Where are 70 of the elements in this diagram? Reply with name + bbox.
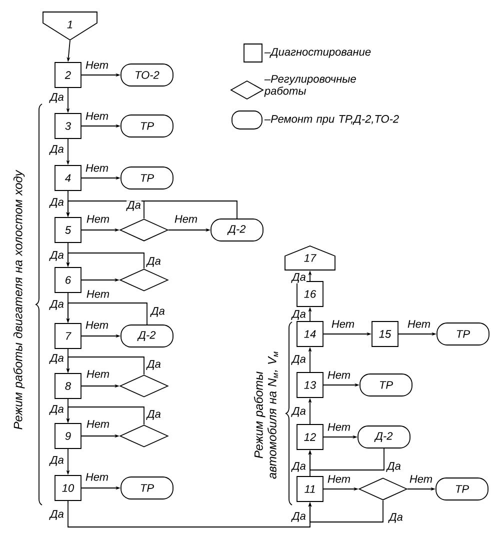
edge-label: Да — [146, 360, 162, 370]
edge-label: Да — [49, 198, 64, 208]
edge-label: Нет — [326, 370, 352, 380]
edge-label: Нет — [84, 320, 110, 330]
process-box: 12 — [296, 424, 324, 450]
branch-label: Да — [291, 512, 306, 522]
process-box: 11 — [296, 476, 324, 502]
edge-label: Да — [146, 410, 162, 420]
process-box: 5 — [54, 217, 82, 243]
terminal-box: ТР — [120, 476, 174, 500]
edge-label: Нет — [86, 370, 110, 378]
edge-label: Нет — [84, 112, 110, 120]
edge-label: Да — [49, 144, 64, 156]
edge-label: Да — [388, 512, 404, 524]
edge-label: Нет — [84, 164, 110, 172]
arrow — [308, 500, 384, 522]
process-box: 15 — [372, 321, 398, 347]
edge-label: Да — [150, 306, 166, 318]
edge-label: Нет — [86, 214, 110, 224]
edge-label: Да — [291, 310, 306, 320]
edge-label: Да — [386, 462, 402, 472]
arrow — [308, 448, 384, 470]
legend-text: –Регулировочные работы — [264, 75, 356, 97]
annotation-text: Режим работы двигателя на холостом ходу — [13, 170, 25, 430]
terminal-box: ТР — [436, 478, 488, 500]
edge-label: Нет — [326, 422, 352, 432]
edge-label: Нет — [408, 474, 434, 484]
terminal-box: ТР — [436, 322, 490, 346]
edge-label: Нет — [86, 420, 110, 428]
annotation-text: Режим работы автомобиля на N$_{м}$, V$_{м}$ — [254, 352, 278, 479]
legend-text: –Диагностирование — [264, 48, 371, 58]
process-box: 6 — [54, 267, 82, 293]
edge-label: Да — [291, 462, 306, 472]
edge-label: Да — [49, 92, 64, 104]
edge-label: Да — [49, 510, 64, 520]
edge-label: Нет — [86, 290, 110, 298]
legend-text: –Ремонт при ТР,Д-2,ТО-2 — [264, 115, 399, 125]
process-box: 9 — [54, 423, 82, 449]
process-box: 2 — [54, 62, 82, 88]
process-box: 7 — [54, 323, 82, 349]
edge-label: Нет — [326, 474, 352, 484]
terminal-box: ТР — [360, 374, 412, 396]
edge-label: Нет — [330, 320, 356, 328]
terminal-box: Д-2 — [358, 426, 410, 448]
edge-label: Да — [49, 250, 64, 262]
edge-label: Да — [126, 200, 142, 212]
process-box: 13 — [296, 372, 324, 398]
edge-label: Нет — [84, 472, 110, 482]
edge-label: Да — [291, 406, 306, 418]
terminal-box: ТО-2 — [120, 64, 174, 86]
edge-label: Нет — [406, 320, 432, 328]
edge-label: Да — [291, 354, 306, 366]
edge-label: Нет — [84, 60, 110, 70]
edge-label: Да — [49, 354, 64, 364]
edge-label: Да — [49, 456, 64, 466]
edge-label: Да — [146, 256, 162, 268]
terminal-box: ТР — [120, 114, 174, 138]
process-box: 10 — [54, 475, 82, 501]
edge-label: Да — [49, 404, 64, 416]
terminal-box: Д-2 — [120, 324, 174, 348]
process-box: 3 — [54, 113, 82, 139]
process-box: 4 — [54, 165, 82, 191]
process-box: 14 — [296, 321, 324, 347]
terminal-box: Д-2 — [210, 218, 264, 242]
edge-label: Нет — [174, 214, 198, 224]
process-box: 16 — [296, 281, 324, 307]
process-box: 8 — [54, 373, 82, 399]
edge-label: Да — [49, 300, 64, 310]
edge-label: Да — [291, 272, 306, 284]
terminal-box: ТР — [120, 166, 174, 190]
